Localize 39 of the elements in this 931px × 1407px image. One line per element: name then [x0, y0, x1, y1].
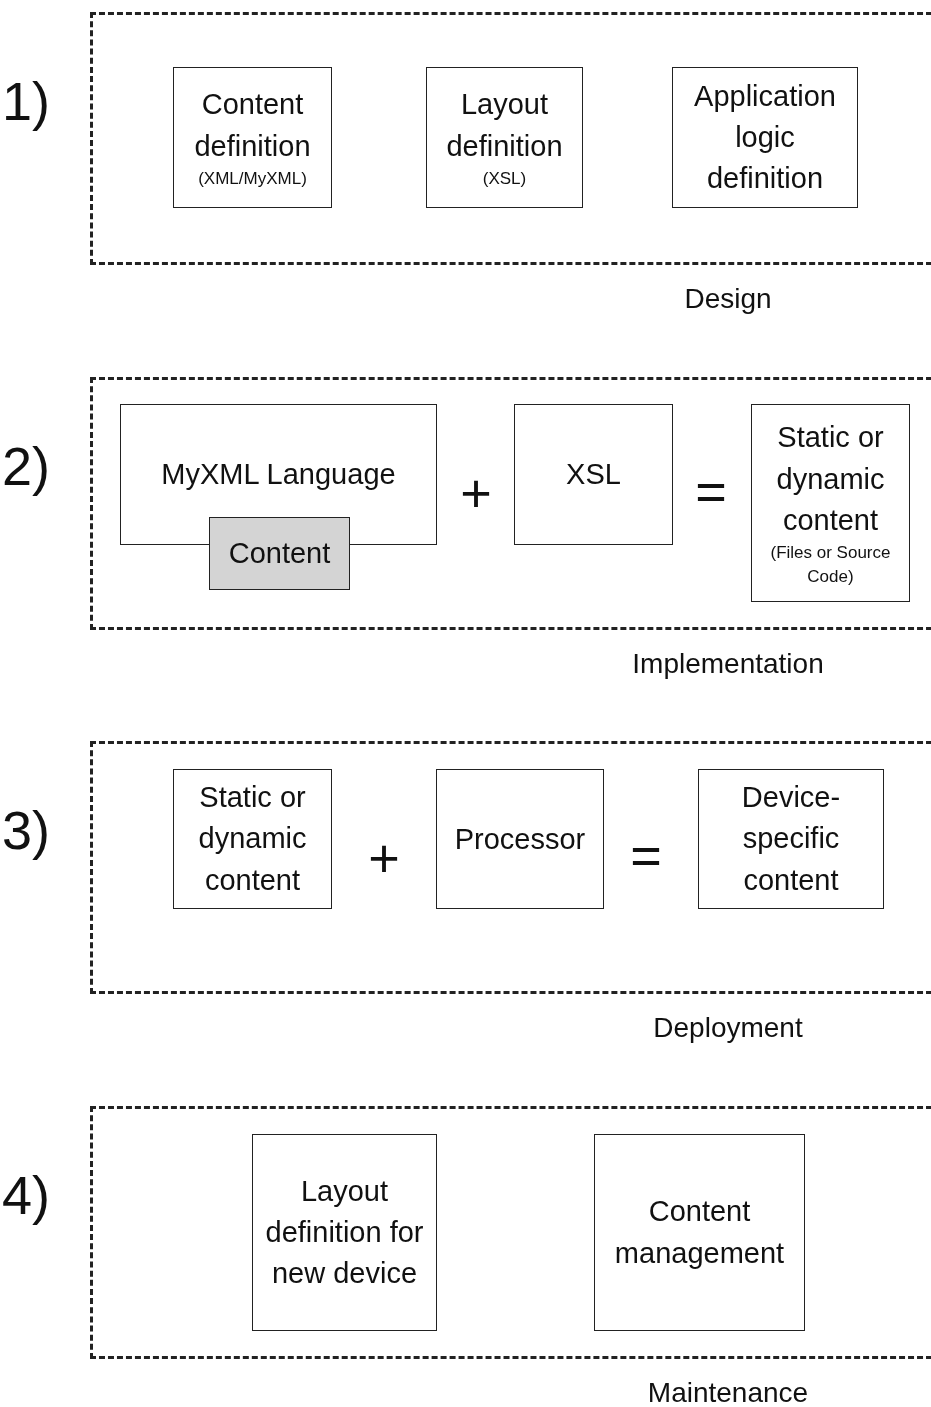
step-number: 2) — [2, 435, 50, 497]
box-title: MyXML Language — [160, 457, 397, 492]
operator-sign: + — [368, 831, 400, 885]
box-title: Content definition — [193, 87, 312, 164]
process-box — [173, 67, 332, 208]
process-box — [252, 1134, 437, 1331]
box-title: Processor — [453, 822, 587, 857]
stage-label: Maintenance — [646, 1377, 810, 1407]
step-number: 1) — [2, 70, 50, 132]
process-box — [426, 67, 583, 208]
box-title: Layout definition for new device — [264, 1173, 425, 1292]
process-box — [751, 404, 910, 602]
process-box — [120, 404, 437, 545]
box-title: Application logic definition — [693, 78, 837, 197]
step-number: 3) — [2, 799, 50, 861]
step-number: 4) — [2, 1164, 50, 1226]
box-title: Content management — [613, 1194, 786, 1271]
box-note: (XML/MyXML) — [197, 167, 308, 190]
operator-sign: = — [630, 828, 662, 882]
box-title: Device-specific content — [740, 780, 842, 898]
stage-label: Design — [683, 283, 773, 315]
box-title: Static or dynamic content — [197, 780, 308, 898]
process-box — [514, 404, 673, 545]
process-box — [594, 1134, 805, 1331]
stage-label: Implementation — [631, 648, 825, 680]
process-box — [173, 769, 332, 909]
stage-label: Deployment — [652, 1012, 804, 1044]
process-box — [436, 769, 604, 909]
box-title: Static or dynamic content — [775, 420, 886, 538]
box-title: Content — [227, 535, 332, 571]
operator-sign: = — [695, 464, 727, 518]
process-box — [698, 769, 884, 909]
box-title: XSL — [565, 457, 622, 492]
highlight-box — [209, 517, 350, 590]
operator-sign: + — [460, 466, 492, 520]
box-note: (XSL) — [481, 167, 528, 190]
box-note: (Files or Source Code) — [769, 541, 892, 588]
box-title: Layout definition — [445, 87, 564, 164]
process-box — [672, 67, 858, 208]
